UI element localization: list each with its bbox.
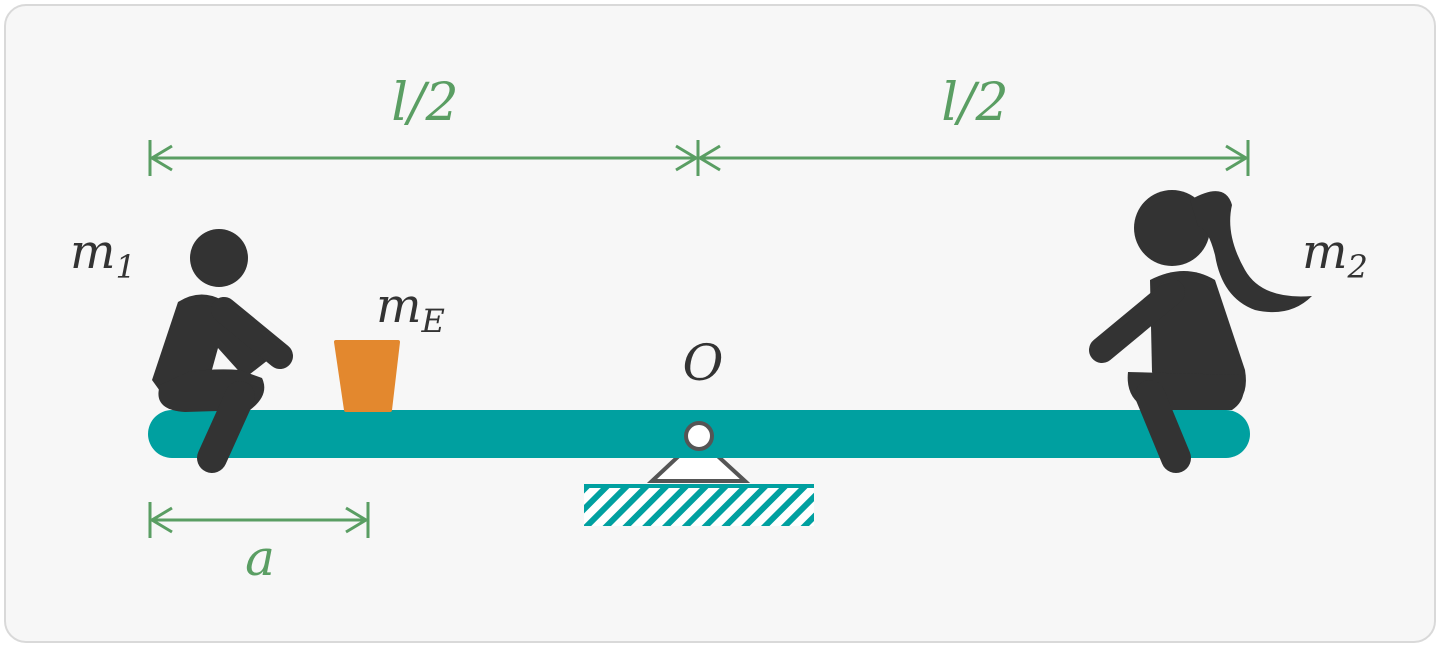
- label-mass-2: m2: [1302, 224, 1368, 286]
- dimension-left-half: [148, 140, 700, 176]
- weight-bucket: [334, 340, 400, 412]
- label-half-length-left: l/2: [391, 73, 458, 133]
- dimension-right-half: [697, 140, 1250, 176]
- label-mass-1: m1: [70, 224, 136, 286]
- right-person-icon: [1089, 190, 1312, 473]
- label-mass-e: mE: [376, 278, 445, 340]
- support-triangle: [646, 435, 751, 483]
- ground-hatch: [584, 486, 814, 526]
- label-distance-a: a: [245, 529, 275, 587]
- dimension-a: [148, 502, 370, 538]
- label-half-length-right: l/2: [941, 73, 1008, 133]
- label-pivot-o: O: [683, 334, 724, 392]
- left-person-icon: [152, 229, 293, 473]
- pivot-joint: [684, 421, 714, 451]
